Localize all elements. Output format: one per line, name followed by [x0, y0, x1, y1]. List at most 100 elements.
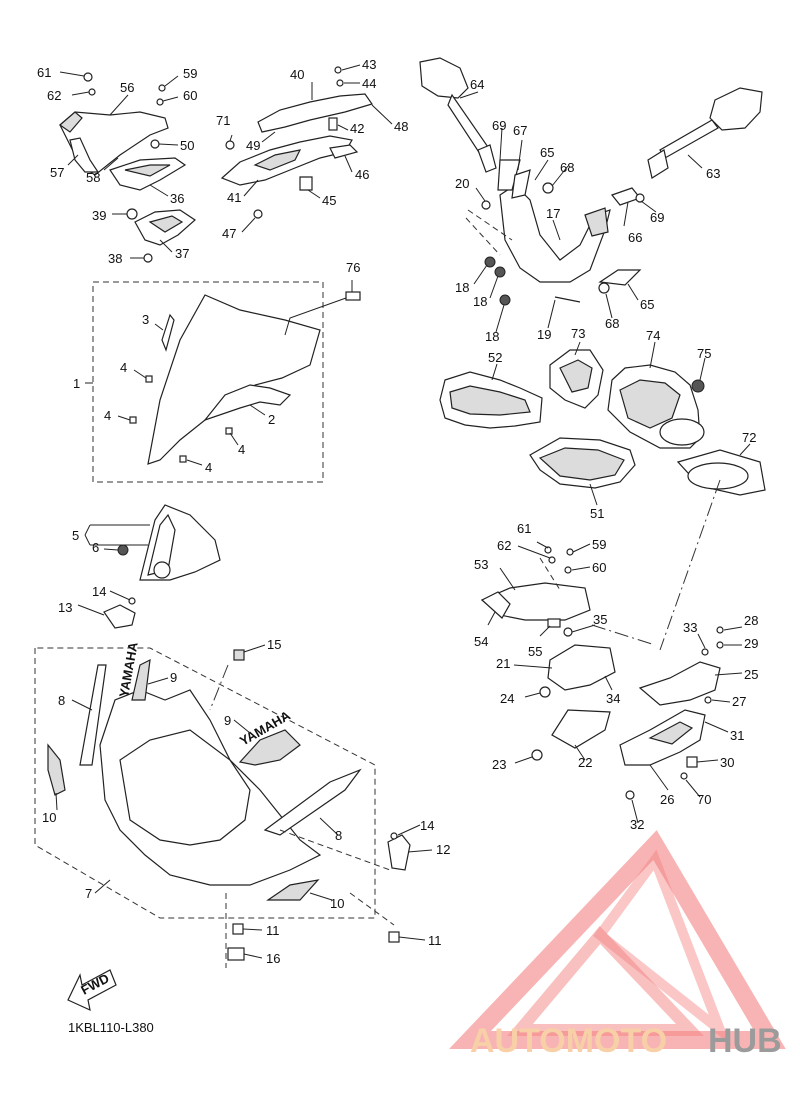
callout-label: 15	[267, 637, 281, 652]
callout-label: 21	[496, 656, 510, 671]
callout-label: 30	[720, 755, 734, 770]
callout-label: 50	[180, 138, 194, 153]
callout-label: 43	[362, 57, 376, 72]
callout-label: 27	[732, 694, 746, 709]
callout-label: 10	[42, 810, 56, 825]
front-cowling-group: YAMAHA YAMAHA	[34, 640, 433, 968]
watermark-text-hub: HUB	[708, 1022, 782, 1060]
callout-label: 75	[697, 346, 711, 361]
callout-label: 28	[744, 613, 758, 628]
callout-label: 58	[86, 170, 100, 185]
callout-label: 14	[92, 584, 106, 599]
callout-label: 23	[492, 757, 506, 772]
windshield-group	[85, 280, 361, 483]
watermark-text-automoto: AUTOMOTO	[470, 1022, 667, 1060]
callout-label: 4	[120, 360, 127, 375]
callout-label: 1	[73, 376, 80, 391]
callout-label: 4	[238, 442, 245, 457]
air-duct-group	[439, 341, 766, 506]
callout-label: 74	[646, 328, 660, 343]
callout-label: 17	[546, 206, 560, 221]
callout-label: 44	[362, 76, 376, 91]
callout-label: 13	[58, 600, 72, 615]
callout-label: 4	[104, 408, 111, 423]
callout-label: 49	[246, 138, 260, 153]
callout-label: 69	[650, 210, 664, 225]
callout-label: 45	[322, 193, 336, 208]
callout-label: 54	[474, 634, 488, 649]
callout-label: 69	[492, 118, 506, 133]
callout-label: 59	[592, 537, 606, 552]
callout-label: 6	[92, 540, 99, 555]
callout-label: 33	[683, 620, 697, 635]
callout-label: 22	[578, 755, 592, 770]
callout-label: 25	[744, 667, 758, 682]
callout-label: 60	[183, 88, 197, 103]
diagram-code: 1KBL110-L380	[68, 1020, 154, 1035]
callout-label: 36	[170, 191, 184, 206]
callout-label: 18	[455, 280, 469, 295]
callout-label: 60	[592, 560, 606, 575]
callout-label: 47	[222, 226, 236, 241]
cowling-stay-group	[77, 504, 221, 629]
callout-label: 71	[216, 113, 230, 128]
callout-label: 46	[355, 167, 369, 182]
callout-label: 67	[513, 123, 527, 138]
callout-label: 19	[537, 327, 551, 342]
callout-label: 76	[346, 260, 360, 275]
callout-label: 41	[227, 190, 241, 205]
callout-label: 62	[497, 538, 511, 553]
callout-label: 20	[455, 176, 469, 191]
callout-label: 48	[394, 119, 408, 134]
callout-label: 18	[473, 294, 487, 309]
callout-label: 31	[730, 728, 744, 743]
callout-label: 39	[92, 208, 106, 223]
callout-label: 38	[108, 251, 122, 266]
callout-label: 9	[224, 713, 231, 728]
callout-label: 24	[500, 691, 514, 706]
callout-label: 42	[350, 121, 364, 136]
callout-label: 40	[290, 67, 304, 82]
callout-label: 35	[593, 612, 607, 627]
callout-label: 2	[268, 412, 275, 427]
callout-label: 55	[528, 644, 542, 659]
callout-label: 61	[517, 521, 531, 536]
callout-label: 8	[335, 828, 342, 843]
callout-labels: 61 62 56 59 60 50 57 58 36 39 37 38 40 4…	[37, 57, 758, 966]
callout-label: 53	[474, 557, 488, 572]
mirror-assembly-group	[419, 57, 763, 333]
callout-label: 4	[205, 460, 212, 475]
callout-label: 63	[706, 166, 720, 181]
callout-label: 66	[628, 230, 642, 245]
callout-label: 68	[605, 316, 619, 331]
inner-panel-group	[59, 71, 196, 263]
callout-label: 68	[560, 160, 574, 175]
callout-label: 56	[120, 80, 134, 95]
callout-label: 72	[742, 430, 756, 445]
callout-label: 11	[266, 923, 280, 938]
callout-label: 32	[630, 817, 644, 832]
callout-label: 8	[58, 693, 65, 708]
watermark-triangle-icon	[449, 830, 786, 1049]
callout-label: 29	[744, 636, 758, 651]
callout-label: 59	[183, 66, 197, 81]
watermark-logo: AUTOMOTO HUB	[449, 830, 786, 1060]
callout-label: 18	[485, 329, 499, 344]
callout-label: 14	[420, 818, 434, 833]
callout-label: 16	[266, 951, 280, 966]
callout-label: 11	[428, 933, 442, 948]
callout-label: 61	[37, 65, 51, 80]
callout-label: 10	[330, 896, 344, 911]
side-panel-group	[480, 479, 743, 824]
callout-label: 73	[571, 326, 585, 341]
callout-label: 26	[660, 792, 674, 807]
callout-label: 65	[540, 145, 554, 160]
callout-label: 5	[72, 528, 79, 543]
callout-label: 12	[436, 842, 450, 857]
callout-label: 9	[170, 670, 177, 685]
fwd-arrow-icon: FWD	[67, 969, 117, 1012]
callout-label: 51	[590, 506, 604, 521]
callout-label: 52	[488, 350, 502, 365]
callout-label: 57	[50, 165, 64, 180]
